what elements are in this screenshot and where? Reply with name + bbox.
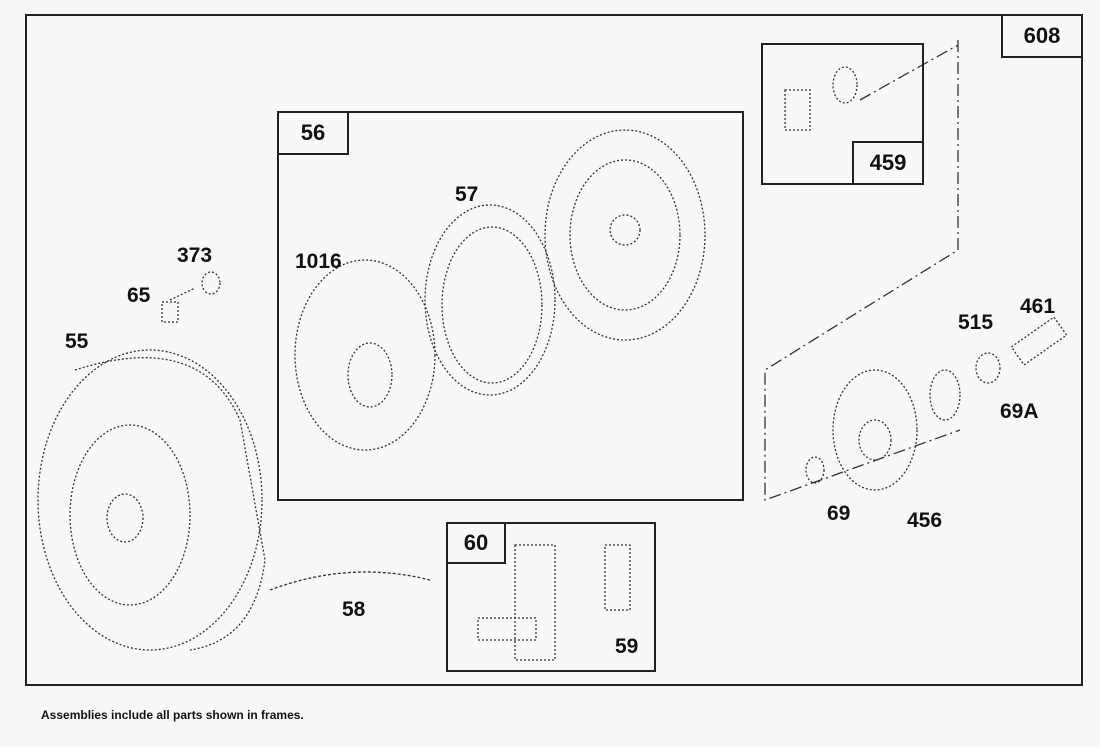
pawl-parts — [784, 66, 858, 131]
footer-note: Assemblies include all parts shown in fr… — [41, 708, 304, 722]
label-65: 65 — [127, 284, 151, 307]
screw-461 — [1010, 316, 1068, 366]
label-1016: 1016 — [295, 250, 342, 273]
label-58: 58 — [342, 598, 366, 621]
insert-59 — [604, 544, 631, 611]
handle-assembly-frame — [446, 522, 656, 672]
retainer-456 — [832, 369, 918, 491]
label-373: 373 — [177, 244, 213, 267]
spring-plate-1016 — [294, 259, 436, 451]
center-line — [764, 40, 961, 501]
label-461: 461 — [1020, 295, 1056, 318]
recoil-pulley-assembly-frame — [277, 111, 744, 501]
washer-69 — [805, 456, 825, 484]
outer-assembly-frame — [25, 14, 1083, 686]
nut-373 — [201, 271, 221, 295]
label-69: 69 — [827, 502, 851, 525]
label-69a: 69A — [1000, 400, 1039, 423]
washer-515 — [975, 352, 1001, 384]
tag-608: 608 — [1001, 14, 1083, 58]
tag-459: 459 — [852, 141, 924, 185]
tag-56: 56 — [277, 111, 349, 155]
spring-57 — [424, 204, 556, 396]
label-59: 59 — [615, 635, 639, 658]
spring-69a — [929, 369, 961, 421]
starter-housing-55 — [37, 349, 431, 651]
label-456: 456 — [907, 509, 943, 532]
label-57: 57 — [455, 183, 479, 206]
label-515: 515 — [958, 311, 994, 334]
label-55: 55 — [65, 330, 89, 353]
handle-60 — [477, 544, 556, 661]
bolt-65 — [161, 287, 196, 323]
pawl-assembly-frame — [761, 43, 924, 185]
pulley — [544, 129, 706, 341]
tag-60: 60 — [446, 522, 506, 564]
